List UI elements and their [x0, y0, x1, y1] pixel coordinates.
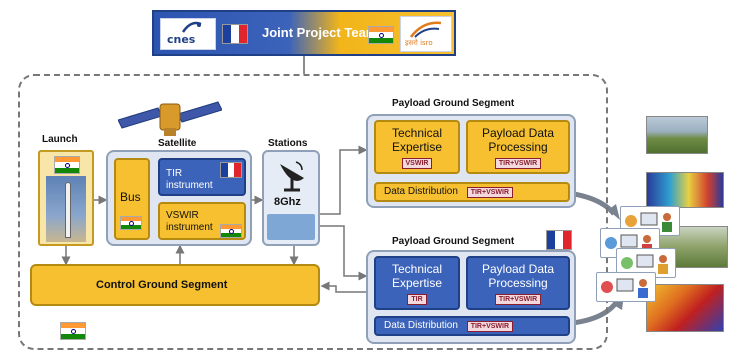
- france-technical-tile: Technical Expertise TIR: [374, 256, 460, 310]
- satellite-icon: [118, 101, 222, 136]
- cnes-swoosh-icon: [181, 21, 202, 33]
- india-distribution-bar: Data Distribution TIR+VSWIR: [374, 182, 570, 202]
- france-distribution-tag: TIR+VSWIR: [466, 321, 514, 332]
- control-ground-segment-panel: [30, 264, 320, 306]
- tir-instrument-label: TIR instrument: [166, 168, 213, 191]
- isro-logo-text: इसरो isro: [405, 39, 433, 47]
- india-technical-label: Technical Expertise: [391, 126, 443, 154]
- rocket-icon: [65, 182, 71, 238]
- india-distribution-label: Data Distribution: [384, 186, 458, 197]
- india-distribution-tag: TIR+VSWIR: [466, 187, 514, 198]
- stations-label: Stations: [268, 138, 308, 149]
- user-workstation: [596, 272, 656, 302]
- frequency-label: 8Ghz: [274, 196, 301, 208]
- india-flag-icon: [220, 224, 242, 238]
- global-temperature-map: [646, 172, 724, 208]
- india-technical-tag: VSWIR: [401, 158, 433, 169]
- field-tractor-photo: [646, 116, 708, 154]
- france-processing-tag: TIR+VSWIR: [494, 294, 542, 305]
- india-flag-icon: [120, 216, 142, 230]
- france-flag-icon: [220, 162, 242, 178]
- thermal-heat-map: [646, 284, 724, 332]
- india-flag-icon: [54, 156, 80, 174]
- france-distribution-bar: Data Distribution TIR+VSWIR: [374, 316, 570, 336]
- launch-panel: [38, 150, 94, 246]
- cnes-logo: cnes: [160, 18, 216, 50]
- india-processing-tile: Payload Data Processing TIR+VSWIR: [466, 120, 570, 174]
- india-flag-icon: [368, 26, 394, 44]
- satellite-label: Satellite: [158, 138, 197, 149]
- world-map-image: [267, 214, 315, 240]
- system-frame: [18, 74, 608, 350]
- india-processing-label: Payload Data Processing: [481, 126, 555, 154]
- bus-label: Bus: [120, 190, 141, 204]
- user-computer-icon: [621, 254, 668, 274]
- france-distribution-label: Data Distribution: [384, 320, 458, 331]
- isro-emblem-icon: [410, 21, 442, 38]
- vswir-instrument-label: VSWIR instrument: [166, 210, 213, 233]
- payload-france-title: Payload Ground Segment: [392, 236, 515, 247]
- france-processing-label: Payload Data Processing: [481, 262, 555, 290]
- isro-logo: इसरो isro: [400, 16, 452, 52]
- india-processing-tag: TIR+VSWIR: [494, 158, 542, 169]
- france-flag-icon: [546, 230, 572, 250]
- france-technical-label: Technical Expertise: [391, 262, 443, 290]
- user-computer-icon: [601, 278, 648, 298]
- control-ground-segment-label: Control Ground Segment: [96, 279, 228, 291]
- india-flag-icon: [60, 322, 86, 340]
- stations-panel: [262, 150, 320, 246]
- france-flag-icon: [222, 24, 248, 44]
- cnes-logo-text: cnes: [167, 33, 196, 46]
- france-processing-tile: Payload Data Processing TIR+VSWIR: [466, 256, 570, 310]
- payload-india-title: Payload Ground Segment: [392, 98, 515, 109]
- joint-project-banner: cnes Joint Project Team इसरो isro: [152, 10, 456, 56]
- launch-label: Launch: [42, 134, 78, 145]
- launch-pad-photo: [46, 176, 86, 242]
- banner-title: Joint Project Team: [262, 25, 378, 40]
- user-computer-icon: [625, 212, 672, 232]
- antenna-dish-icon: [280, 161, 304, 192]
- india-technical-tile: Technical Expertise VSWIR: [374, 120, 460, 174]
- france-technical-tag: TIR: [407, 294, 427, 305]
